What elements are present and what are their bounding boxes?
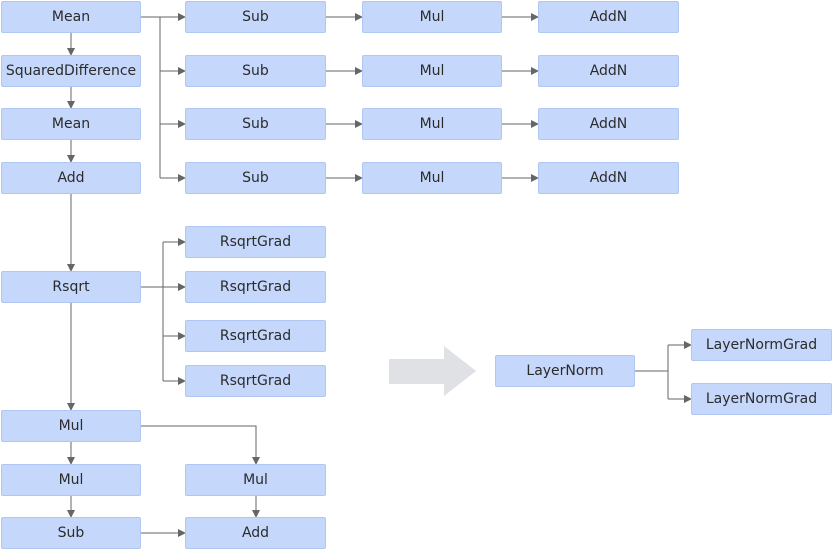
- node-mul-left: Mul: [1, 464, 141, 496]
- node-chain-3-mul: Mul: [362, 108, 502, 140]
- node-chain-4-addn: AddN: [538, 162, 679, 194]
- node-layernormgrad-2: LayerNormGrad: [691, 383, 832, 415]
- node-layernormgrad-1: LayerNormGrad: [691, 329, 832, 361]
- node-mul-right: Mul: [185, 464, 326, 496]
- node-chain-2-sub: Sub: [185, 55, 326, 87]
- node-chain-4-mul: Mul: [362, 162, 502, 194]
- node-chain-1-addn: AddN: [538, 1, 679, 33]
- transform-arrow-icon: [389, 346, 476, 396]
- node-layernorm: LayerNorm: [495, 355, 635, 387]
- node-add: Add: [1, 162, 141, 194]
- node-chain-2-addn: AddN: [538, 55, 679, 87]
- node-chain-2-mul: Mul: [362, 55, 502, 87]
- edge-mul-to-mul-right: [141, 425, 260, 465]
- node-chain-1-sub: Sub: [185, 1, 326, 33]
- node-chain-1-mul: Mul: [362, 1, 502, 33]
- node-rsqrtgrad-4: RsqrtGrad: [185, 365, 326, 397]
- node-rsqrtgrad-1: RsqrtGrad: [185, 226, 326, 258]
- node-chain-3-sub: Sub: [185, 108, 326, 140]
- node-mul-top: Mul: [1, 410, 141, 442]
- node-add-bottom: Add: [185, 517, 326, 549]
- node-chain-4-sub: Sub: [185, 162, 326, 194]
- node-rsqrtgrad-3: RsqrtGrad: [185, 320, 326, 352]
- node-rsqrt: Rsqrt: [1, 271, 141, 303]
- node-sub-bottom: Sub: [1, 517, 141, 549]
- node-squared-difference: SquaredDifference: [1, 55, 141, 87]
- node-chain-3-addn: AddN: [538, 108, 679, 140]
- node-mean: Mean: [1, 1, 141, 33]
- node-rsqrtgrad-2: RsqrtGrad: [185, 271, 326, 303]
- node-mean-2: Mean: [1, 108, 141, 140]
